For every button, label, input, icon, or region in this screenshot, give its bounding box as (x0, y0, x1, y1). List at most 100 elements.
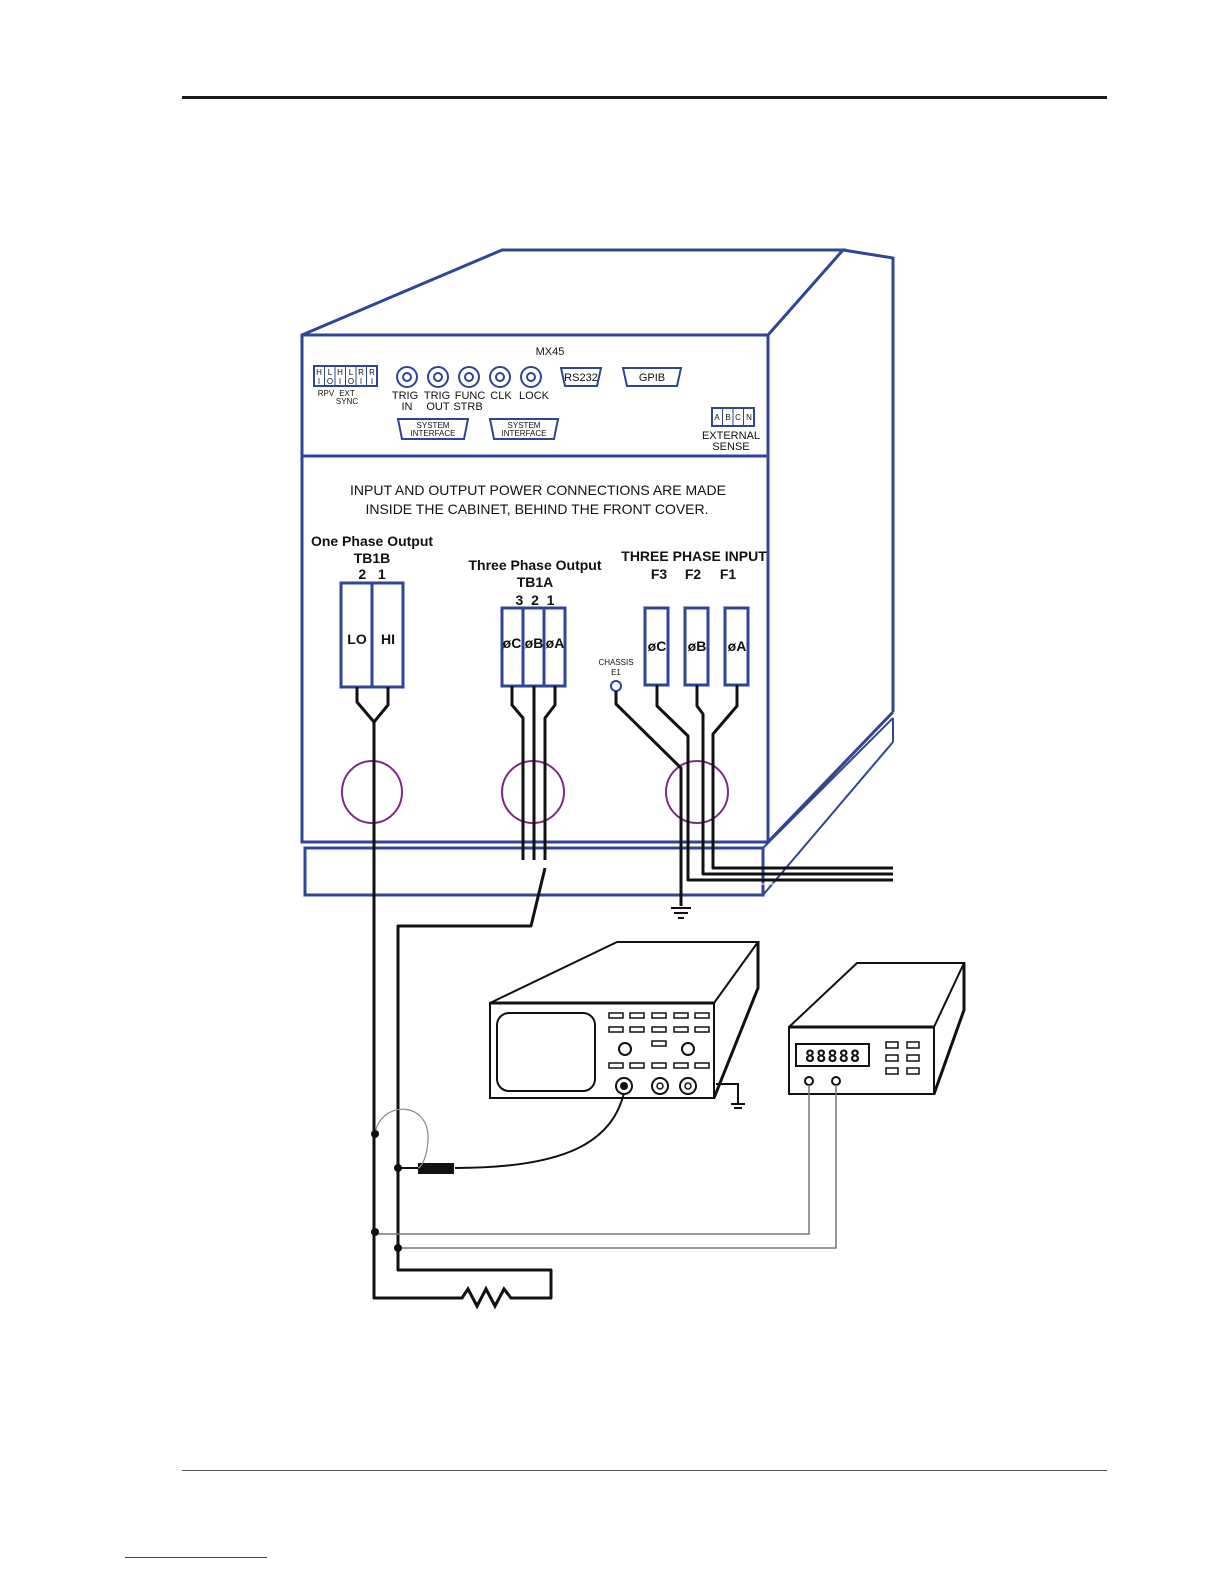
input-phase-a-lead (711, 685, 893, 870)
junction-dots (371, 1130, 402, 1252)
dmm-lo-lead (374, 1085, 810, 1235)
dmm-display (795, 1043, 870, 1067)
dmm-readout: 88888 (805, 1047, 861, 1067)
system-interface-2-connector-icon (488, 418, 560, 440)
rpv-io: I (371, 377, 373, 386)
fuse-label-f2: F2 (685, 566, 702, 582)
tb1b-name: TB1B (354, 550, 391, 566)
sense-letter: N (746, 413, 752, 422)
lock-bnc-icon (520, 366, 542, 388)
tb1a-name: TB1A (517, 574, 554, 590)
dmm-top (788, 962, 966, 1028)
footer-link-underline (125, 1557, 267, 1558)
rpv-io: I (360, 377, 362, 386)
tb1b-hi-terminal: HI (381, 631, 395, 647)
tb1b-terminal-block (339, 581, 405, 689)
rpv-label: RPV (318, 389, 335, 398)
footer-rule (182, 1470, 1107, 1471)
tb1a-terminal-block (500, 606, 567, 688)
lo-lead (355, 687, 553, 1300)
tb1a-phase-b-terminal: øB (525, 635, 544, 651)
dmm-input-lo-jack-icon (804, 1076, 814, 1086)
chassis-ground-stud-icon (610, 680, 622, 692)
trig-out-bnc-center (433, 372, 443, 382)
notice-line-1: INPUT AND OUTPUT POWER CONNECTIONS ARE M… (350, 482, 726, 498)
scope-knob-icon (618, 1042, 632, 1056)
system-interface-2-label: SYSTEM (508, 421, 541, 430)
bnc-label: TRIG (424, 390, 450, 402)
scope-probe-cable (454, 1092, 625, 1169)
tb1b-lo-terminal: LO (347, 631, 367, 647)
scope-inputs (615, 1077, 697, 1095)
ct-input-icon (665, 760, 729, 824)
rpv-io: I (318, 377, 320, 386)
scope-top (489, 941, 760, 1004)
tb1a-numbers: 3 2 1 (516, 592, 555, 608)
scope-probe-icon (418, 1163, 454, 1174)
probe-ground-clip (374, 1108, 429, 1169)
tb1a-phase-c-lead (510, 686, 525, 860)
system-interface-1-label: INTERFACE (411, 429, 456, 438)
fuse-label-f1: F1 (720, 566, 737, 582)
rpv-letter: L (349, 368, 354, 377)
rpv-terminal-strip: H L H L R R I O I O I I RPV EXT SYNC (313, 365, 378, 406)
dmm-side (932, 963, 966, 1095)
rpv-letter: L (328, 368, 333, 377)
fuse-label-f3: F3 (651, 566, 668, 582)
digital-multimeter (788, 962, 966, 1095)
rpv-letter: H (337, 368, 343, 377)
sense-letter: A (714, 413, 720, 422)
gpib-connector-icon (621, 367, 683, 387)
rs232-connector-icon (559, 367, 603, 387)
func-strb-bnc-center (464, 372, 474, 382)
base-side-top (762, 717, 894, 849)
bnc-label: LOCK (519, 390, 550, 402)
load-return-lead (396, 867, 547, 1272)
notice-line-2: INSIDE THE CABINET, BEHIND THE FRONT COV… (365, 501, 708, 517)
dmm-leads (374, 1085, 837, 1249)
sense-letter: C (735, 413, 741, 422)
bnc-label: FUNC (455, 390, 486, 402)
input-phase-b-lead (695, 685, 893, 876)
dmm-input-hi-jack-icon (831, 1076, 841, 1086)
ground-symbol-icon (671, 907, 691, 919)
rpv-io: I (339, 377, 341, 386)
scope-ch2-input-icon (651, 1077, 669, 1095)
system-interface-2-label: INTERFACE (502, 429, 547, 438)
ct-one-phase-icon (341, 760, 403, 824)
system-interface-1-connector-icon (396, 418, 470, 440)
dmm-hi-lead (398, 1085, 837, 1249)
rpv-io: O (348, 377, 354, 386)
system-interface-1-label: SYSTEM (417, 421, 450, 430)
model-label: MX45 (536, 346, 565, 358)
external-sense-strip: A B C N EXTERNAL SENSE (702, 407, 760, 453)
input-phase-a-terminal: øA (728, 638, 747, 654)
trig-out-bnc-icon (427, 366, 449, 388)
clk-bnc-icon (489, 366, 511, 388)
rpv-letter: H (316, 368, 322, 377)
bnc-label: STRB (453, 401, 482, 413)
input-phase-c-lead (655, 685, 893, 882)
rpv-letter: R (369, 368, 375, 377)
external-sense-label: SENSE (712, 441, 749, 453)
tb1a-phase-c-terminal: øC (503, 635, 522, 651)
hi-lead (372, 687, 390, 723)
ext-sync-label: EXT (339, 389, 355, 398)
header-rule (182, 96, 1107, 99)
chassis-ground-lead (614, 691, 683, 906)
scope-screen (496, 1012, 596, 1092)
cabinet-side-bottom (766, 710, 895, 844)
trig-in-bnc-icon (396, 366, 418, 388)
tb1a-phase-a-terminal: øA (546, 635, 565, 651)
ext-sync-label: SYNC (336, 397, 358, 406)
rs232-label: RS232 (564, 372, 598, 384)
cabinet-top (301, 248, 847, 337)
chassis-label: CHASSIS (598, 658, 633, 667)
rpv-io: O (327, 377, 333, 386)
scope-ch3-input-icon (679, 1077, 697, 1095)
lock-bnc-center (526, 372, 536, 382)
base-side-edge (762, 741, 894, 896)
chassis-label: E1 (611, 668, 621, 677)
